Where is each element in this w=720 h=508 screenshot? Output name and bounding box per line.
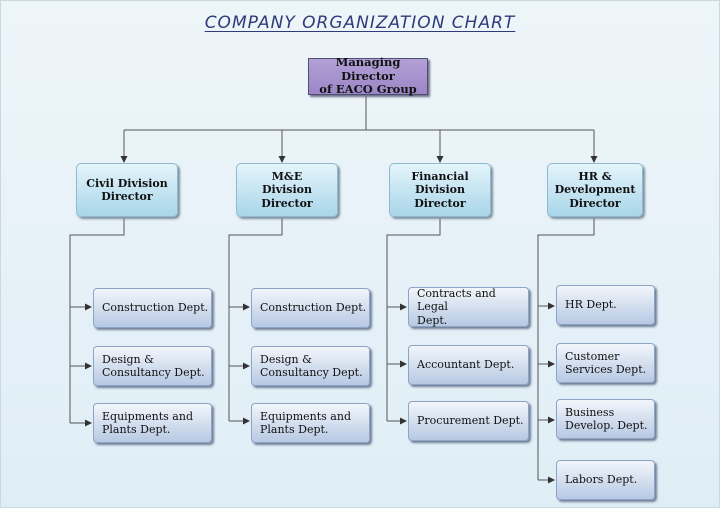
labors-dept-box[interactable]: Labors Dept. bbox=[556, 460, 655, 500]
department-label: Accountant Dept. bbox=[417, 358, 515, 372]
procurement-dept-box[interactable]: Procurement Dept. bbox=[408, 401, 529, 441]
financial-division-director-box[interactable]: Financial Division Director bbox=[389, 163, 491, 217]
director-label: M&E Division Director bbox=[261, 169, 313, 210]
department-label: Labors Dept. bbox=[565, 473, 638, 487]
me-construction-dept-box[interactable]: Construction Dept. bbox=[251, 288, 370, 328]
hr-development-director-box[interactable]: HR & Development Director bbox=[547, 163, 643, 217]
director-label: Financial Division Director bbox=[411, 169, 469, 210]
civil-division-director-box[interactable]: Civil Division Director bbox=[76, 163, 178, 217]
customer-services-dept-box[interactable]: Customer Services Dept. bbox=[556, 343, 655, 383]
department-label: Customer Services Dept. bbox=[565, 349, 647, 377]
director-label: HR & Development Director bbox=[554, 169, 636, 210]
department-label: Business Develop. Dept. bbox=[565, 405, 648, 433]
department-label: Design & Consultancy Dept. bbox=[260, 352, 363, 380]
department-label: Design & Consultancy Dept. bbox=[102, 352, 205, 380]
department-label: Equipments and Plants Dept. bbox=[102, 409, 193, 437]
business-develop-dept-box[interactable]: Business Develop. Dept. bbox=[556, 399, 655, 439]
department-label: Construction Dept. bbox=[260, 301, 367, 315]
me-equipments-plants-dept-box[interactable]: Equipments and Plants Dept. bbox=[251, 403, 370, 443]
managing-director-label: Managing Director of EACO Group bbox=[319, 55, 417, 97]
department-label: Procurement Dept. bbox=[417, 414, 524, 428]
me-division-director-box[interactable]: M&E Division Director bbox=[236, 163, 338, 217]
civil-design-consultancy-dept-box[interactable]: Design & Consultancy Dept. bbox=[93, 346, 212, 386]
department-label: Contracts and Legal Dept. bbox=[417, 286, 496, 327]
department-label: HR Dept. bbox=[565, 298, 617, 312]
accountant-dept-box[interactable]: Accountant Dept. bbox=[408, 345, 529, 385]
me-design-consultancy-dept-box[interactable]: Design & Consultancy Dept. bbox=[251, 346, 370, 386]
department-label: Construction Dept. bbox=[102, 301, 209, 315]
contracts-legal-dept-box[interactable]: Contracts and Legal Dept. bbox=[408, 287, 529, 327]
department-label: Equipments and Plants Dept. bbox=[260, 409, 351, 437]
chart-title: COMPANY ORGANIZATION CHART bbox=[204, 13, 516, 33]
civil-equipments-plants-dept-box[interactable]: Equipments and Plants Dept. bbox=[93, 403, 212, 443]
hr-dept-box[interactable]: HR Dept. bbox=[556, 285, 655, 325]
managing-director-box[interactable]: Managing Director of EACO Group bbox=[308, 55, 428, 97]
civil-construction-dept-box[interactable]: Construction Dept. bbox=[93, 288, 212, 328]
director-label: Civil Division Director bbox=[86, 176, 168, 204]
